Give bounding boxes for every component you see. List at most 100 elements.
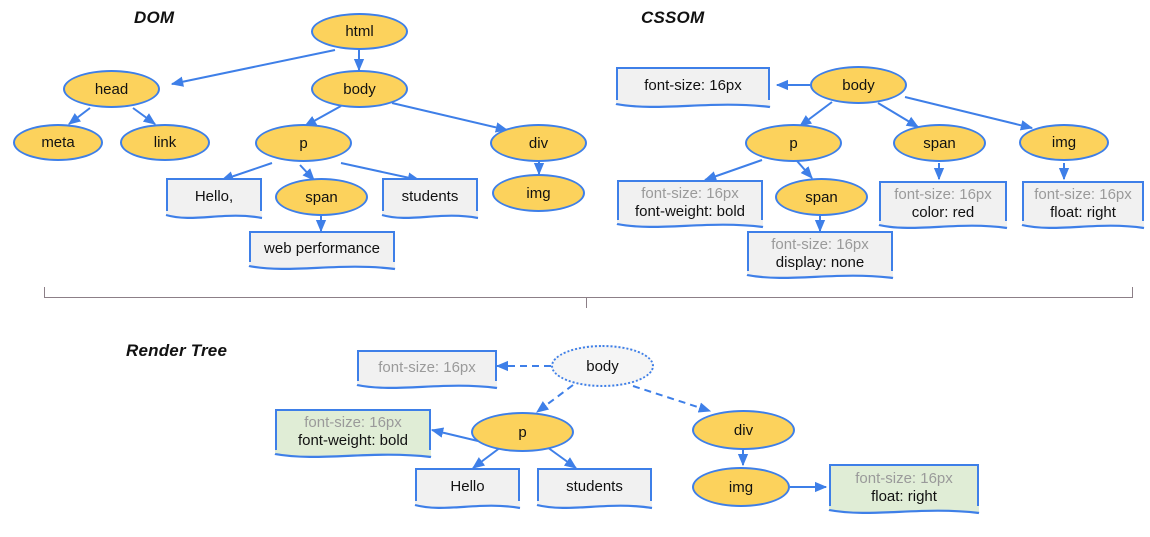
wave-edge-icon <box>536 501 653 510</box>
section-divider <box>44 297 1133 298</box>
render-node-p-label: p <box>518 423 527 441</box>
render-node-div[interactable]: div <box>692 410 795 450</box>
render-node-div-label: div <box>733 421 754 439</box>
dom-node-div-label: div <box>528 134 549 152</box>
edge-head-link <box>132 107 156 125</box>
dom-node-link[interactable]: link <box>120 124 210 161</box>
cssom-rules-img[interactable]: font-size: 16px float: right <box>1021 181 1145 230</box>
dom-node-meta[interactable]: meta <box>13 124 103 161</box>
wave-edge-icon <box>828 506 980 515</box>
render-node-img[interactable]: img <box>692 467 790 507</box>
cssom-node-span-child-of-body-label: span <box>923 134 956 152</box>
cssom-node-body[interactable]: body <box>810 66 907 104</box>
render-text-hello-label: Hello <box>450 478 485 496</box>
cssom-rules-p-line1: font-size: 16px <box>641 184 739 202</box>
render-node-p[interactable]: p <box>471 412 574 452</box>
render-rules-p-line1: font-size: 16px <box>304 414 402 432</box>
render-text-hello[interactable]: Hello <box>414 468 521 510</box>
cssom-section-title: CSSOM <box>641 8 705 27</box>
render-node-body-label: body <box>586 357 619 375</box>
render-rules-img-line1: font-size: 16px <box>855 469 953 487</box>
wave-edge-icon <box>381 211 479 220</box>
render-rules-body[interactable]: font-size: 16px <box>356 350 498 390</box>
cssom-rules-body[interactable]: font-size: 16px <box>615 67 771 109</box>
cssom-rules-span-child-of-body-line2: color: red <box>911 203 975 221</box>
cssom-rules-body-line1: font-size: 16px <box>644 77 742 95</box>
cssom-node-img[interactable]: img <box>1019 124 1109 161</box>
divider-tick-middle <box>586 297 587 308</box>
dom-section-title: DOM <box>134 8 175 27</box>
dom-text-web-performance[interactable]: web performance <box>248 231 396 271</box>
dom-text-hello[interactable]: Hello, <box>165 178 263 220</box>
cssom-rules-span-child-of-body[interactable]: font-size: 16px color: red <box>878 181 1008 230</box>
dom-node-head-label: head <box>94 80 129 98</box>
dom-node-img[interactable]: img <box>492 174 585 212</box>
cssom-rules-span-child-of-p-line1: font-size: 16px <box>771 235 869 253</box>
wave-edge-icon <box>248 262 396 271</box>
wave-edge-icon <box>274 450 432 459</box>
cssom-node-p-label: p <box>789 134 798 152</box>
cssom-node-body-label: body <box>842 76 875 94</box>
cssom-node-img-label: img <box>1051 134 1077 151</box>
dom-node-html[interactable]: html <box>311 13 408 50</box>
wave-edge-icon <box>1021 221 1145 230</box>
edge-cssom-body-img <box>904 96 1034 131</box>
divider-tick-left <box>44 287 45 298</box>
cssom-node-p[interactable]: p <box>745 124 842 162</box>
render-tree-section-title: Render Tree <box>126 341 228 360</box>
edge-cssom-body-span <box>877 102 920 128</box>
edge-cssom-body-p <box>799 101 833 127</box>
edge-cssom-p-rules <box>703 159 763 182</box>
dom-node-img-label: img <box>526 184 551 202</box>
edge-body-p <box>303 105 342 127</box>
dom-text-hello-label: Hello, <box>194 188 234 206</box>
cssom-node-span-child-of-body[interactable]: span <box>893 124 986 162</box>
dom-node-body[interactable]: body <box>311 70 408 108</box>
render-rules-img-line2: float: right <box>871 487 937 505</box>
render-rules-p[interactable]: font-size: 16px font-weight: bold <box>274 409 432 459</box>
cssom-rules-img-line2: float: right <box>1050 203 1116 221</box>
dom-node-span-label: span <box>305 188 338 206</box>
render-node-body[interactable]: body <box>551 345 654 387</box>
render-node-img-label: img <box>728 478 754 496</box>
cssom-node-span-child-of-p-label: span <box>805 188 838 206</box>
dom-node-meta-label: meta <box>41 134 75 151</box>
edge-html-head <box>170 49 336 87</box>
dom-node-p[interactable]: p <box>255 124 352 162</box>
edge-head-meta <box>68 107 91 125</box>
dom-node-head[interactable]: head <box>63 70 160 108</box>
edge-cssom-p-span <box>796 160 813 179</box>
divider-tick-right <box>1132 287 1133 298</box>
dom-text-students-label: students <box>401 188 459 206</box>
render-text-students[interactable]: students <box>536 468 653 510</box>
cssom-rules-span-child-of-p-line2: display: none <box>775 253 865 271</box>
edge-rt-p-hello <box>472 446 502 469</box>
edge-rt-p-students <box>546 446 577 469</box>
cssom-rules-span-child-of-p[interactable]: font-size: 16px display: none <box>746 231 894 280</box>
render-rules-p-line2: font-weight: bold <box>297 432 409 449</box>
render-text-students-label: students <box>566 478 623 496</box>
dom-text-web-performance-label: web performance <box>264 240 380 258</box>
edge-body-div <box>391 102 509 133</box>
render-rules-body-line1: font-size: 16px <box>378 359 476 377</box>
edge-rt-body-div <box>632 385 712 413</box>
cssom-rules-span-child-of-body-line1: font-size: 16px <box>894 185 992 203</box>
wave-edge-icon <box>165 211 263 220</box>
wave-edge-icon <box>615 100 771 109</box>
dom-node-html-label: html <box>345 23 374 40</box>
wave-edge-icon <box>616 220 764 229</box>
edge-rt-body-p <box>536 384 574 413</box>
wave-edge-icon <box>878 221 1008 230</box>
wave-edge-icon <box>414 501 521 510</box>
render-rules-img[interactable]: font-size: 16px float: right <box>828 464 980 515</box>
dom-node-div[interactable]: div <box>490 124 587 162</box>
dom-text-students[interactable]: students <box>381 178 479 220</box>
dom-node-p-label: p <box>299 134 308 152</box>
cssom-rules-p[interactable]: font-size: 16px font-weight: bold <box>616 180 764 229</box>
wave-edge-icon <box>746 271 894 280</box>
dom-node-span[interactable]: span <box>275 178 368 216</box>
cssom-rules-img-line1: font-size: 16px <box>1034 185 1132 203</box>
cssom-node-span-child-of-p[interactable]: span <box>775 178 868 216</box>
